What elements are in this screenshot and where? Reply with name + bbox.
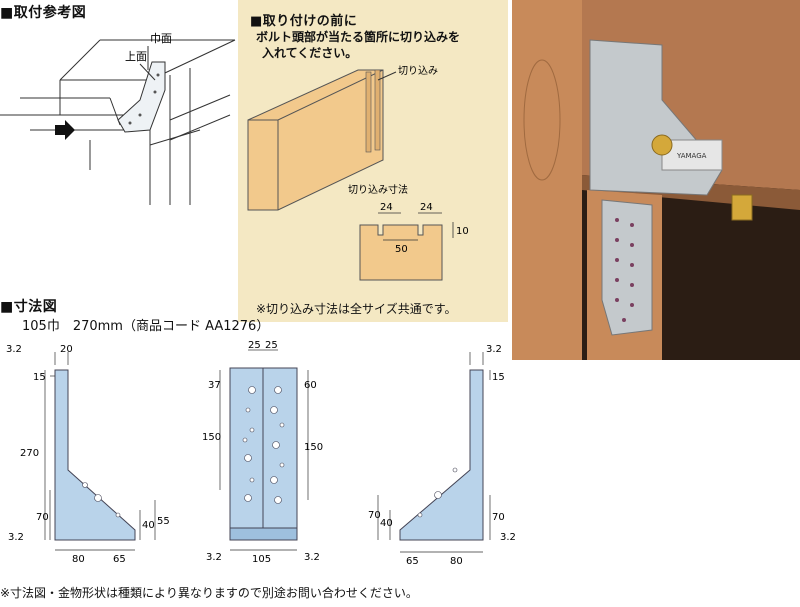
rb-dim-80: 80 bbox=[450, 556, 463, 567]
install-reference-drawing: 巾面 上面 bbox=[0, 31, 236, 205]
fb-dim-32r: 3.2 bbox=[304, 552, 320, 563]
lb-dim-55: 55 bbox=[157, 516, 170, 527]
top-label: 上面 bbox=[125, 50, 147, 63]
installation-photo: YAMAGA bbox=[512, 0, 800, 360]
cut-dim-left: 24 bbox=[380, 202, 393, 213]
cut-dim-depth: 10 bbox=[456, 226, 469, 237]
rb-dim-70b: 70 bbox=[492, 512, 505, 523]
front-bracket-drawing: 25 25 37 60 150 150 3.2 105 3.2 bbox=[202, 340, 323, 565]
lb-dim-thick-bottom: 3.2 bbox=[8, 532, 24, 543]
lb-dim-40: 40 bbox=[142, 520, 155, 531]
lb-dim-thick-top: 3.2 bbox=[6, 344, 22, 355]
before-install-line-2: 入れてください。 bbox=[262, 46, 358, 60]
rb-dim-70a: 70 bbox=[368, 510, 381, 521]
rb-dim-15: 15 bbox=[492, 372, 505, 383]
fb-dim-25a: 25 bbox=[248, 340, 261, 351]
fb-dim-32l: 3.2 bbox=[206, 552, 222, 563]
lb-dim-80: 80 bbox=[72, 554, 85, 565]
cut-dim-right: 24 bbox=[420, 202, 433, 213]
dimension-drawing-title: ■寸法図 bbox=[0, 299, 58, 315]
left-bracket-drawing: 3.2 20 15 270 70 3.2 40 55 80 65 bbox=[6, 344, 170, 565]
cut-note: ※切り込み寸法は全サイズ共通です。 bbox=[256, 302, 457, 316]
fb-dim-60: 60 bbox=[304, 380, 317, 391]
rb-dim-40: 40 bbox=[380, 518, 393, 529]
bracket-sticker: YAMAGA bbox=[676, 152, 707, 160]
before-install-title: ■取り付けの前に bbox=[250, 14, 358, 29]
fb-dim-37: 37 bbox=[208, 380, 221, 391]
fb-dim-105: 105 bbox=[252, 554, 271, 565]
lb-dim-15: 15 bbox=[33, 372, 46, 383]
lb-dim-65: 65 bbox=[113, 554, 126, 565]
lb-dim-70: 70 bbox=[36, 512, 49, 523]
arrow-icon bbox=[55, 120, 75, 140]
footer-note: ※寸法図・金物形状は種類により異なりますので別途お問い合わせください。 bbox=[0, 586, 418, 600]
right-bracket-drawing: 3.2 15 70 40 70 3.2 65 80 bbox=[368, 344, 516, 567]
lb-dim-270: 270 bbox=[20, 448, 39, 459]
before-install-line-1: ボルト頭部が当たる箇所に切り込みを bbox=[256, 30, 461, 44]
dimension-drawing-subtitle: 105巾 270mm（商品コード AA1276） bbox=[22, 319, 270, 334]
bolt-icon bbox=[651, 134, 673, 156]
cut-label: 切り込み bbox=[398, 65, 438, 77]
cut-dim-gap: 50 bbox=[395, 244, 408, 255]
face-label: 巾面 bbox=[150, 31, 172, 45]
rb-dim-thick-top: 3.2 bbox=[486, 344, 502, 355]
lb-dim-flange: 20 bbox=[60, 344, 73, 355]
rb-dim-thick-bottom: 3.2 bbox=[500, 532, 516, 543]
cut-dims-title: 切り込み寸法 bbox=[348, 183, 408, 196]
rb-dim-65: 65 bbox=[406, 556, 419, 567]
cut-drawing: 切り込み 切り込み寸法 24 24 50 10 bbox=[247, 65, 469, 281]
install-reference-title: ■取付参考図 bbox=[0, 5, 87, 21]
fb-dim-150a: 150 bbox=[202, 432, 221, 443]
fb-dim-150b: 150 bbox=[304, 442, 323, 453]
fb-dim-25b: 25 bbox=[265, 340, 278, 351]
